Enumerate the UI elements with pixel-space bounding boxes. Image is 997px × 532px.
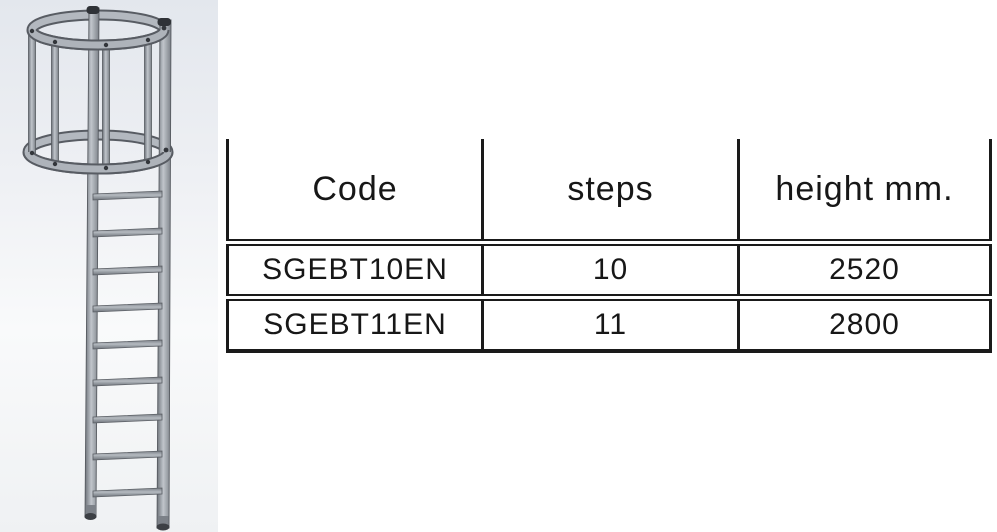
ladder-rungs bbox=[92, 190, 163, 498]
cell-code: SGEBT10EN bbox=[227, 242, 483, 301]
ladder-stiles bbox=[84, 7, 172, 529]
cell-steps: 11 bbox=[481, 297, 739, 351]
table-row: SGEBT11EN 11 2800 bbox=[228, 297, 991, 351]
cell-code: SGEBT11EN bbox=[263, 308, 447, 341]
header-row: Code steps height mm. bbox=[227, 139, 991, 246]
column-header-steps: steps bbox=[481, 139, 739, 246]
cage-ring-front bbox=[22, 28, 174, 175]
cage-ladder-illustration bbox=[0, 0, 218, 532]
stile-caps bbox=[86, 6, 171, 26]
cell-height: 2800 bbox=[737, 297, 991, 351]
cell-steps: 10 bbox=[481, 242, 739, 301]
spec-table: Code steps height mm. SGEBT10EN 10 2520 … bbox=[226, 139, 992, 353]
stile-feet bbox=[84, 505, 170, 531]
cell-height: 2520 bbox=[737, 242, 991, 301]
cage-joints bbox=[29, 25, 169, 171]
column-header-height: height mm. bbox=[737, 139, 991, 246]
table-row: SGEBT10EN 10 2520 bbox=[227, 242, 991, 301]
column-header-code: Code bbox=[227, 139, 483, 246]
cage-ladder-image bbox=[0, 0, 218, 532]
